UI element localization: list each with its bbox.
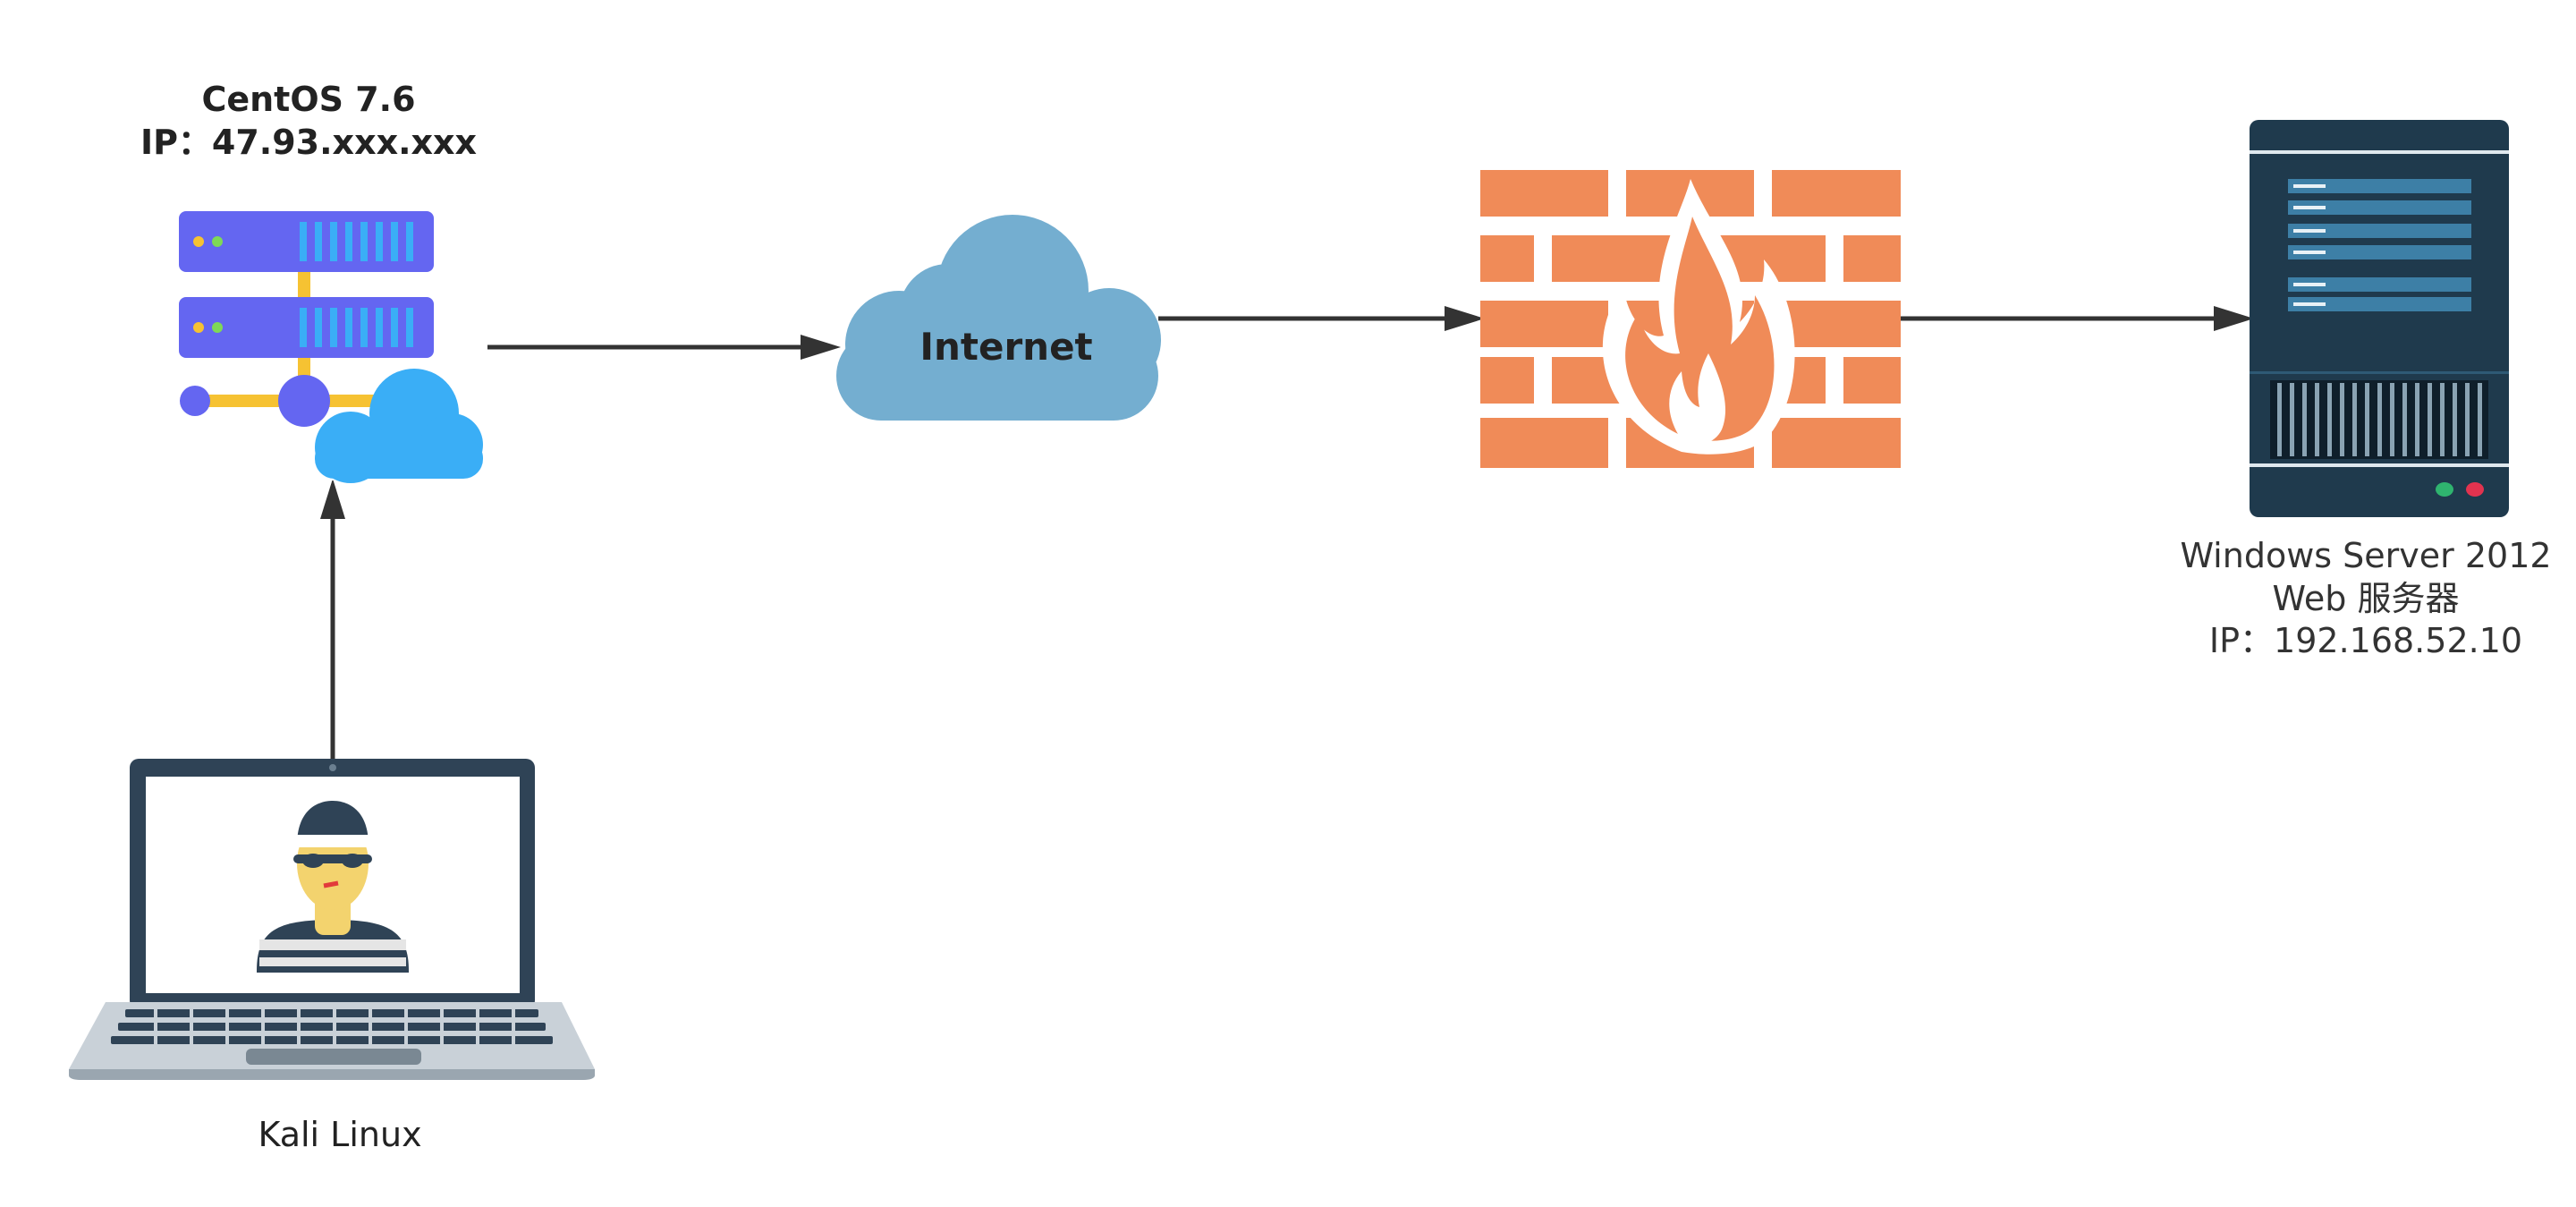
edge-kali-to-centos bbox=[320, 479, 345, 761]
edge-centos-to-internet bbox=[487, 335, 841, 360]
centos-node-label: CentOS 7.6 IP：47.93.xxx.xxx bbox=[107, 79, 510, 164]
edge-internet-to-firewall bbox=[1158, 306, 1485, 331]
windows-title: Windows Server 2012 bbox=[2180, 536, 2552, 575]
centos-ip: IP：47.93.xxx.xxx bbox=[140, 122, 478, 162]
cloud-icon bbox=[836, 215, 1161, 421]
kali-label: Kali Linux bbox=[258, 1115, 422, 1154]
windows-role: Web 服务器 bbox=[2272, 578, 2460, 618]
edge-firewall-to-windows bbox=[1901, 306, 2254, 331]
server-cloud-icon bbox=[179, 211, 483, 483]
server-tower-icon bbox=[2250, 120, 2509, 517]
hacker-laptop-icon bbox=[69, 759, 595, 1080]
windows-node-label: Windows Server 2012 Web 服务器 IP：192.168.5… bbox=[2156, 535, 2576, 663]
windows-ip: IP：192.168.52.10 bbox=[2208, 621, 2523, 660]
centos-title: CentOS 7.6 bbox=[201, 80, 416, 119]
internet-label: Internet bbox=[919, 325, 1093, 369]
firewall-icon bbox=[1480, 170, 1901, 468]
